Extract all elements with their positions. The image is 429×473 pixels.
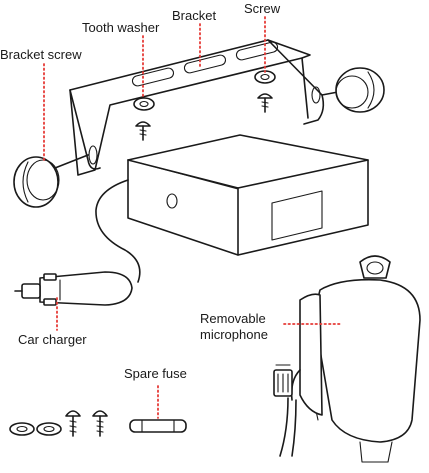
label-spare-fuse: Spare fuse (124, 366, 187, 381)
label-bracket-screw: Bracket screw (0, 47, 82, 62)
bracket (69, 39, 325, 176)
radio-unit (127, 134, 369, 256)
bracket-screw-small-right (257, 93, 273, 113)
microphone (273, 255, 421, 463)
spare-washer-2 (36, 422, 62, 436)
bracket-screw-left (13, 154, 89, 208)
spare-screw-1 (65, 410, 81, 437)
leader-lines (43, 16, 343, 419)
label-microphone: microphone (200, 327, 268, 342)
spare-washer-1 (9, 422, 35, 436)
power-cable (95, 179, 141, 283)
bracket-washer-left (133, 97, 155, 111)
label-tooth-washer: Tooth washer (82, 20, 160, 35)
label-removable: Removable (200, 311, 266, 326)
label-car-charger: Car charger (18, 332, 87, 347)
spare-fuse (129, 419, 187, 433)
spare-screw-2 (92, 410, 108, 437)
bracket-screw-right (321, 67, 385, 113)
car-charger (14, 271, 133, 306)
label-screw: Screw (244, 1, 281, 16)
label-bracket: Bracket (172, 8, 217, 23)
bracket-screw-small-left (135, 121, 151, 141)
